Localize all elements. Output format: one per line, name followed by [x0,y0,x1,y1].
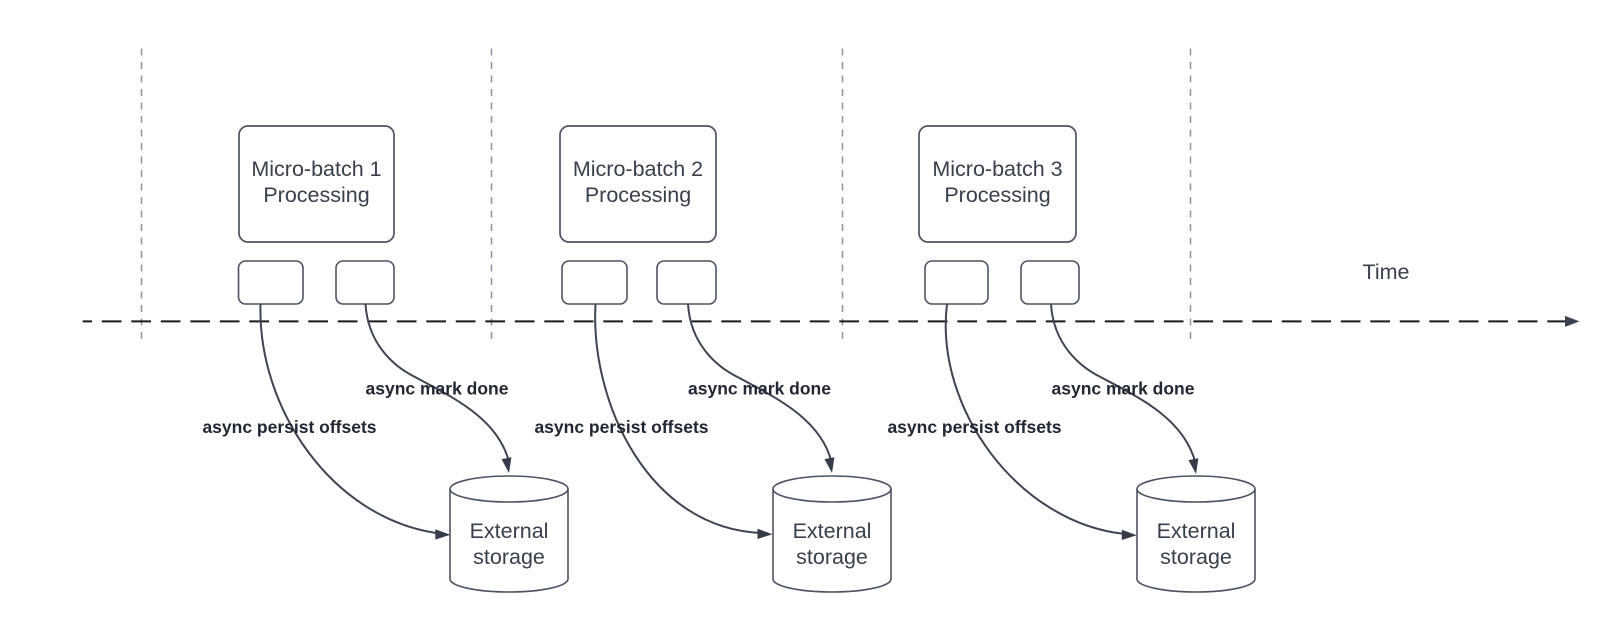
svg-text:async persist offsets: async persist offsets [534,417,708,437]
svg-text:External: External [470,519,549,543]
svg-text:async persist offsets: async persist offsets [202,417,376,437]
svg-text:Micro-batch 3: Micro-batch 3 [932,157,1062,181]
svg-text:Micro-batch 2: Micro-batch 2 [573,157,703,181]
svg-text:Processing: Processing [263,183,369,207]
svg-text:External: External [793,519,872,543]
svg-text:async persist offsets: async persist offsets [887,417,1061,437]
svg-text:storage: storage [473,545,545,569]
svg-text:Micro-batch 1: Micro-batch 1 [251,157,381,181]
svg-text:Processing: Processing [585,183,691,207]
svg-text:storage: storage [1160,545,1232,569]
svg-text:async mark done: async mark done [1052,379,1195,399]
svg-text:async mark done: async mark done [366,379,509,399]
svg-text:External: External [1157,519,1236,543]
svg-text:Processing: Processing [944,183,1050,207]
svg-text:storage: storage [796,545,868,569]
svg-text:Time: Time [1363,260,1410,284]
svg-text:async mark done: async mark done [688,379,831,399]
